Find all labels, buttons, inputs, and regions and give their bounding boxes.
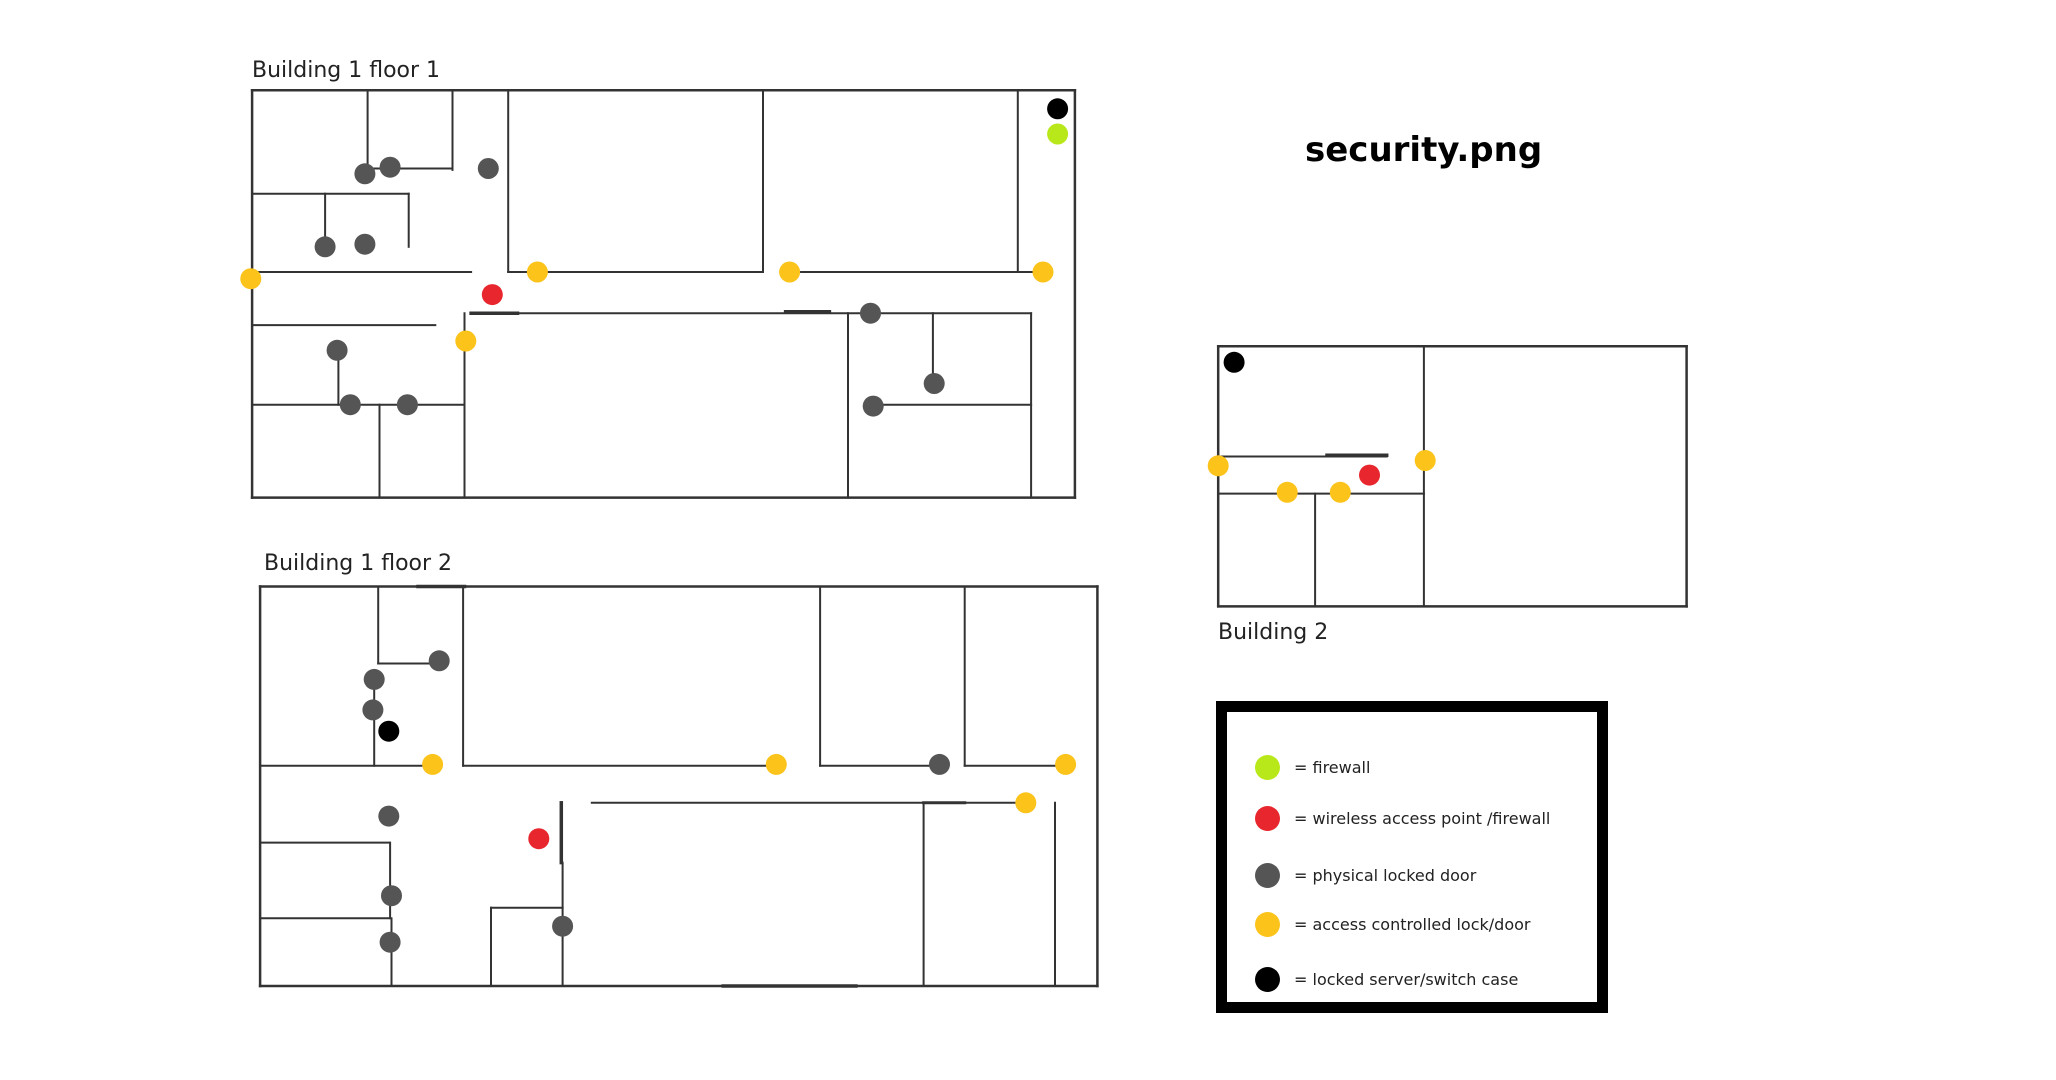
access-controlled-lock-marker (1207, 455, 1229, 477)
access-controlled-lock-marker (1329, 481, 1351, 503)
markers (240, 98, 1436, 953)
legend-label: = physical locked door (1294, 865, 1477, 885)
physical-locked-door-marker (552, 915, 574, 937)
legend: = firewall = wireless access point /fire… (1216, 701, 1608, 1013)
access-controlled-lock-marker (240, 268, 262, 290)
firewall-marker-icon (1255, 754, 1280, 780)
physical-locked-door-marker (379, 931, 401, 953)
physical-locked-door-marker (862, 395, 884, 417)
physical-locked-door-marker (381, 885, 402, 907)
access-controlled-lock-marker (765, 753, 787, 775)
physical-locked-door-marker (339, 394, 361, 416)
server-case-marker (1223, 351, 1245, 373)
physical-locked-door-marker (929, 753, 950, 775)
building-2-label: Building 2 (1218, 620, 1329, 645)
access-controlled-lock-marker (1276, 481, 1298, 503)
server-case-marker-icon (1255, 966, 1280, 992)
physical-locked-door-marker (326, 339, 348, 361)
access-controlled-lock-marker (526, 261, 548, 283)
access-controlled-lock-marker (1414, 450, 1436, 471)
legend-label: = firewall (1294, 757, 1371, 777)
physical-locked-door-marker (362, 699, 384, 721)
access-controlled-lock-marker-icon (1255, 911, 1280, 937)
physical-locked-door-marker (314, 236, 336, 258)
walls (250, 88, 1688, 988)
legend-label: = access controlled lock/door (1294, 914, 1531, 934)
physical-locked-door-marker (363, 668, 385, 690)
physical-locked-door-marker-icon (1255, 862, 1280, 888)
physical-locked-door-marker (923, 373, 945, 394)
access-controlled-lock-marker (1015, 792, 1037, 814)
wireless-access-point-marker (481, 284, 503, 306)
building-1-floor-2-label: Building 1 floor 2 (264, 551, 453, 576)
legend-item-physical-locked-door: = physical locked door (1255, 862, 1476, 888)
legend-label: = wireless access point /firewall (1294, 808, 1551, 828)
legend-item-server-case: = locked server/switch case (1255, 966, 1518, 992)
physical-locked-door-marker (477, 158, 499, 179)
server-case-marker (378, 720, 400, 742)
physical-locked-door-marker (428, 650, 450, 672)
physical-locked-door-marker (860, 302, 881, 324)
wireless-access-point-marker (1359, 464, 1380, 486)
wireless-access-point-marker (528, 828, 550, 850)
access-controlled-lock-marker (1055, 753, 1077, 775)
physical-locked-door-marker (396, 394, 418, 416)
physical-locked-door-marker (354, 163, 376, 185)
access-controlled-lock-marker (455, 330, 477, 352)
wireless-access-point-marker-icon (1255, 805, 1280, 831)
legend-item-wireless-access-point: = wireless access point /firewall (1255, 805, 1550, 831)
access-controlled-lock-marker (422, 753, 444, 775)
page-title: security.png (1305, 130, 1543, 170)
legend-item-access-controlled-lock: = access controlled lock/door (1255, 911, 1530, 937)
server-case-marker (1047, 98, 1069, 120)
legend-item-firewall: = firewall (1255, 754, 1370, 780)
physical-locked-door-marker (354, 233, 376, 255)
firewall-marker (1047, 123, 1069, 145)
physical-locked-door-marker (378, 805, 400, 827)
physical-locked-door-marker (379, 156, 401, 178)
access-controlled-lock-marker (1032, 261, 1054, 283)
legend-label: = locked server/switch case (1294, 969, 1519, 989)
access-controlled-lock-marker (779, 261, 801, 283)
building-1-floor-1-label: Building 1 floor 1 (252, 58, 441, 83)
